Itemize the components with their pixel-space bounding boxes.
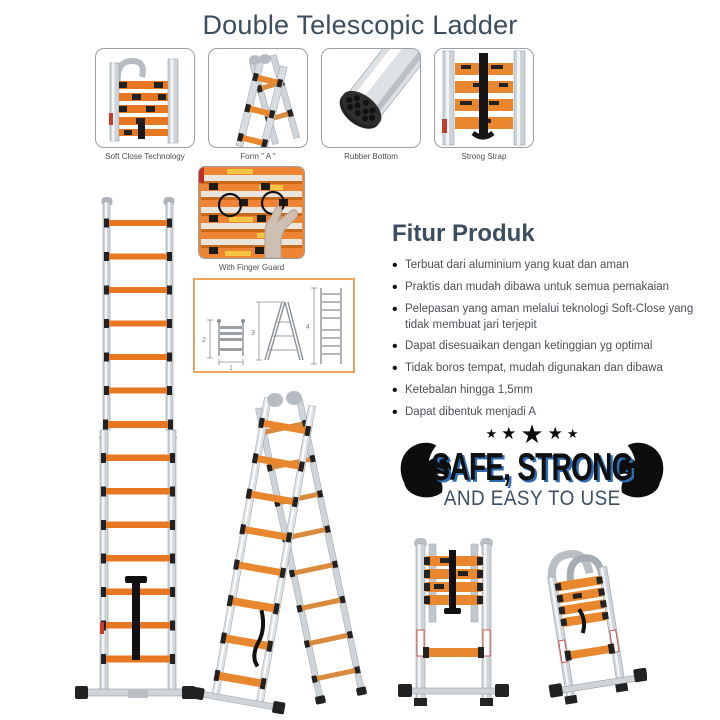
- safe-strong-badge: ★ ★ ★ ★ ★ SAFE, STRONG AND EASY TO USE: [396, 414, 668, 518]
- thumbnail-strong-strap: Strong Strap: [434, 48, 534, 161]
- page-title: Double Telescopic Ladder: [202, 10, 518, 40]
- product-features-section: Fitur Produk Terbuat dari aluminium yang…: [392, 220, 697, 427]
- a-frame-top-icon: [235, 54, 301, 147]
- diagram-dimension-3: 3: [251, 330, 255, 337]
- photo-upright-half-extended-ladder: [398, 538, 509, 706]
- badge-subtitle: AND EASY TO USE: [443, 486, 621, 510]
- feature-bullet: Ketebalan hingga 1,5mm: [392, 380, 697, 402]
- feature-bullet: Dapat disesuaikan dengan ketinggian yg o…: [392, 336, 697, 358]
- photo-a-frame-ladder: [193, 391, 367, 715]
- ladder-configurations-diagram: 2 1 3: [202, 287, 342, 372]
- features-heading: Fitur Produk: [392, 220, 535, 247]
- soft-close-photo-card: [95, 48, 195, 148]
- size-diagram: 2 1 3: [193, 278, 355, 373]
- star-icon: ★: [547, 424, 563, 444]
- strapped-ladder-icon: [442, 50, 526, 146]
- photo-collapsed-angled-ladder: [547, 550, 647, 705]
- five-stars-icon: ★ ★ ★ ★ ★: [485, 422, 578, 448]
- thumbnail-caption: Soft Close Technology: [105, 152, 185, 161]
- diagram-dimension-1: 1: [229, 365, 233, 371]
- features-list: Terbuat dari aluminium yang kuat dan ama…: [392, 255, 697, 424]
- rubber-foot-icon: [339, 49, 420, 129]
- thumbnail-caption: Rubber Bottom: [344, 152, 398, 161]
- thumbnail-form-a: Form " A ": [208, 48, 308, 161]
- feature-bullet: Dapat dibentuk menjadi A: [392, 402, 697, 424]
- star-icon: ★: [501, 424, 517, 444]
- star-icon: ★: [566, 427, 579, 442]
- thumbnail-soft-close: Soft Close Technology: [95, 48, 195, 161]
- thumbnail-caption: Form " A ": [240, 152, 276, 161]
- badge-text-block: ★ ★ ★ ★ ★ SAFE, STRONG AND EASY TO USE: [431, 414, 633, 518]
- collapsed-ladder-soft-close-icon: [109, 57, 179, 144]
- thumbnail-rubber-bottom: Rubber Bottom: [321, 48, 421, 161]
- feature-bullet: Tidak boros tempat, mudah digunakan dan …: [392, 358, 697, 380]
- feature-thumbnails-row: Soft Close Technology: [95, 48, 534, 161]
- finger-guard-figure: With Finger Guard: [198, 166, 305, 272]
- star-icon: ★: [520, 419, 544, 450]
- strong-strap-photo-card: [434, 48, 534, 148]
- feature-bullet: Terbuat dari aluminium yang kuat dan ama…: [392, 255, 697, 277]
- rubber-bottom-photo-card: [321, 48, 421, 148]
- badge-title: SAFE, STRONG: [431, 443, 633, 489]
- feature-bullet: Praktis dan mudah dibawa untuk semua pem…: [392, 277, 697, 299]
- form-a-photo-card: [208, 48, 308, 148]
- photo-fully-extended-ladder: [75, 197, 195, 699]
- finger-guard-caption: With Finger Guard: [218, 263, 285, 272]
- finger-guard-photo-card: [198, 166, 305, 259]
- diagram-dimension-4: 4: [306, 324, 310, 331]
- hand-finger-guard-icon: [199, 167, 304, 258]
- feature-bullet: Pelepasan yang aman melalui teknologi So…: [392, 299, 697, 334]
- flexed-arm-icon: [400, 442, 452, 498]
- diagram-dimension-2: 2: [202, 337, 206, 344]
- star-icon: ★: [485, 427, 498, 442]
- flexed-arm-icon: [612, 442, 664, 498]
- thumbnail-caption: Strong Strap: [461, 152, 507, 161]
